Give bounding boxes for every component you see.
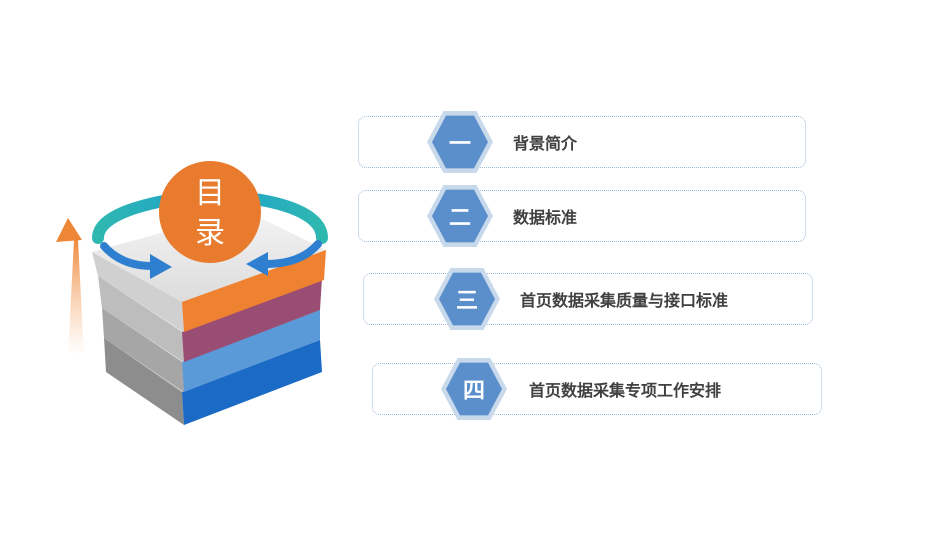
toc-label: 背景简介 xyxy=(513,134,578,153)
number-badge: 二 xyxy=(427,183,493,249)
title-circle xyxy=(159,161,261,263)
title-line-2: 录 xyxy=(195,216,225,251)
number-text: 四 xyxy=(446,362,502,416)
number-badge: 一 xyxy=(427,109,493,175)
number-text: 一 xyxy=(432,115,488,169)
toc-item-4[interactable]: 四 首页数据采集专项工作安排 xyxy=(372,357,822,421)
number-text: 三 xyxy=(439,272,495,326)
arrow-left-icon xyxy=(100,242,172,279)
arrow-right-icon xyxy=(246,240,322,276)
number-text: 二 xyxy=(432,189,488,243)
toc-item-3[interactable]: 三 首页数据采集质量与接口标准 xyxy=(363,267,813,331)
title-line-1: 目 xyxy=(195,176,225,211)
toc-item-1[interactable]: 一 背景简介 xyxy=(358,110,806,174)
number-badge: 三 xyxy=(434,266,500,332)
toc-label: 首页数据采集质量与接口标准 xyxy=(520,291,729,310)
up-arrow-icon xyxy=(56,218,84,355)
toc-label: 首页数据采集专项工作安排 xyxy=(529,381,722,400)
toc-label: 数据标准 xyxy=(513,208,578,227)
stack-graphic: 目 录 xyxy=(56,161,328,425)
toc-item-2[interactable]: 二 数据标准 xyxy=(358,184,806,248)
number-badge: 四 xyxy=(441,356,507,422)
